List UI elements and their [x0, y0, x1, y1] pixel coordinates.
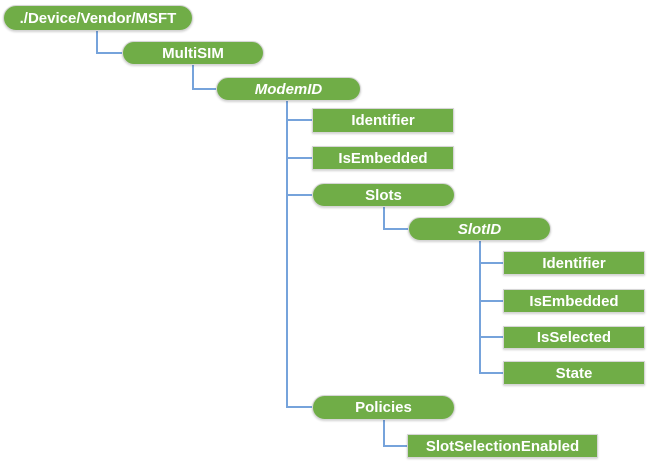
tree-node-slots: Slots: [312, 183, 455, 207]
tree-node-root-msft: ./Device/Vendor/MSFT: [3, 5, 193, 31]
tree-node-isembedded-slot: IsEmbedded: [503, 289, 645, 313]
connector-slotid-trunk: [479, 241, 503, 374]
tree-node-policies: Policies: [312, 395, 455, 420]
tree-node-multisim: MultiSIM: [122, 41, 264, 65]
connector-slots-slotid: [383, 207, 408, 230]
connector-policies-slotselectionenabled: [383, 420, 407, 447]
tree-node-slotid: SlotID: [408, 217, 551, 241]
tree-node-identifier-modem: Identifier: [312, 108, 454, 133]
tree-node-isselected: IsSelected: [503, 326, 645, 349]
tree-node-identifier-slot: Identifier: [503, 251, 645, 275]
connector-modemid-trunk: [286, 101, 312, 408]
tree-node-isembedded-modem: IsEmbedded: [312, 146, 454, 170]
tree-node-slotselectionenabled: SlotSelectionEnabled: [407, 434, 598, 458]
tree-node-modemid: ModemID: [216, 77, 361, 101]
connector-msft-multisim: [96, 31, 122, 54]
connector-multisim-modemid: [192, 65, 216, 90]
tree-node-state: State: [503, 361, 645, 385]
